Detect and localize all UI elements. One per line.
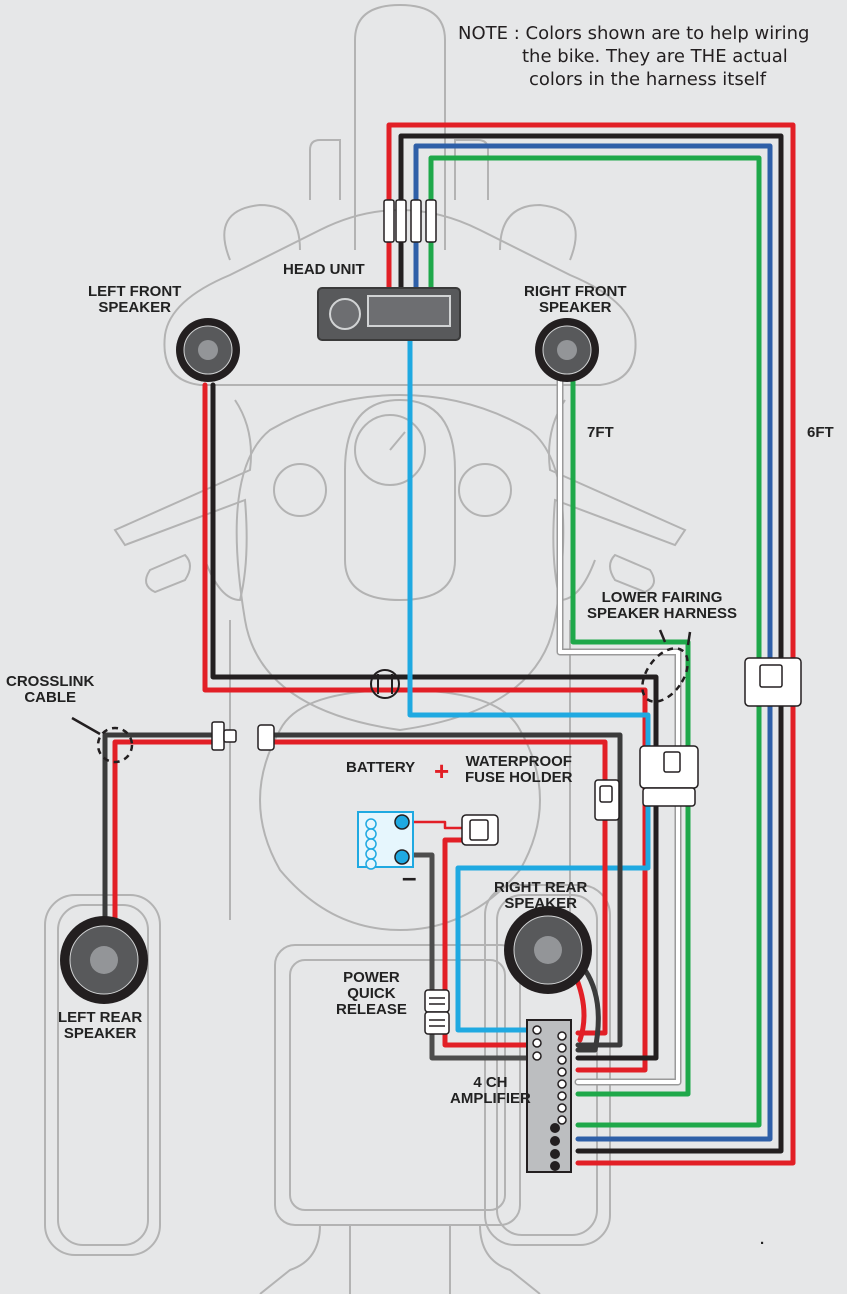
fairing-right-wing xyxy=(499,203,577,261)
handlebar-right xyxy=(548,399,687,602)
power-quick-release-label: POWER QUICK RELEASE xyxy=(336,970,407,1018)
crosslink-cable-label-line2: CABLE xyxy=(24,689,76,706)
wire-red-fuse-amp xyxy=(442,837,535,1048)
left-front-speaker-label-line1: LEFT FRONT xyxy=(88,283,182,300)
left-rear-speaker-label-line2: SPEAKER xyxy=(63,1025,137,1042)
saddlebag-right-inner xyxy=(496,894,598,1236)
wire-cyan-rca xyxy=(407,337,651,1033)
wire-black-6ft xyxy=(398,133,784,1154)
head-unit-label: HEAD UNIT xyxy=(283,261,365,278)
grip-left xyxy=(145,553,191,594)
trunk-inner xyxy=(289,959,506,1211)
gauge xyxy=(354,414,426,486)
wire-red-6ft xyxy=(386,122,796,1166)
crosslink-connectors xyxy=(211,721,275,751)
amplifier xyxy=(526,1019,572,1173)
stray-dot: . xyxy=(760,1231,765,1248)
tank-passthrough xyxy=(370,669,400,699)
power-quick-release-label-line1: POWER xyxy=(343,969,400,986)
right-front-speaker-label-line2: SPEAKER xyxy=(538,299,612,316)
wire-blue-6ft xyxy=(413,143,773,1142)
crosslink-cable-label: CROSSLINK CABLE xyxy=(6,674,94,706)
connector-lower-fairing xyxy=(639,745,699,807)
wire-black-rrs xyxy=(575,967,601,1053)
seven-ft-label: 7FT xyxy=(587,424,614,441)
battery-plus-sign: + xyxy=(434,756,450,786)
fairing-body xyxy=(163,209,637,386)
wire-red-crosslink-left xyxy=(112,739,223,938)
wire-black-crosslink-left xyxy=(102,732,223,938)
dashed-callouts xyxy=(71,629,692,764)
fuse-holder-label-line1: WATERPROOF xyxy=(465,753,572,770)
note-line-3: colors in the harness itself xyxy=(529,69,767,90)
grip-right xyxy=(609,553,655,594)
note-line-2: the bike. They are THE actual xyxy=(522,46,788,67)
battery-label: BATTERY xyxy=(346,759,416,776)
right-rear-speaker-label-line2: SPEAKER xyxy=(504,895,577,912)
mirror-right xyxy=(454,139,489,200)
head-unit-display xyxy=(367,295,451,327)
head-unit xyxy=(317,287,461,341)
right-front-speaker-label: RIGHT FRONT SPEAKER xyxy=(524,284,627,316)
connector-6ft xyxy=(744,657,802,707)
lower-fairing-harness-label-line1: LOWER FAIRING xyxy=(601,589,723,606)
rear-tail xyxy=(349,1225,451,1294)
wire-gray-ground xyxy=(402,852,535,1061)
left-rear-speaker-label: LEFT REAR SPEAKER xyxy=(58,1010,142,1042)
fuse-holder-label: WATERPROOF FUSE HOLDER xyxy=(465,754,573,786)
right-front-speaker-label-line1: RIGHT FRONT xyxy=(524,283,627,300)
rear-fender xyxy=(259,1224,541,1294)
tank-knob-right xyxy=(458,463,512,517)
wire-red-lfs xyxy=(202,382,648,1073)
right-rear-speaker-label-line1: RIGHT REAR xyxy=(494,879,588,896)
fuse-holder-label-line2: FUSE HOLDER xyxy=(465,769,573,786)
fuel-tank-outer xyxy=(235,393,565,732)
note-line-1: NOTE : Colors shown are to help wiring xyxy=(458,23,810,44)
wire-red-battery-fuse xyxy=(403,820,472,830)
lower-fairing-harness-label: LOWER FAIRING SPEAKER HARNESS xyxy=(587,590,737,622)
connector-small xyxy=(594,779,620,821)
right-rear-speaker-label: RIGHT REAR SPEAKER xyxy=(494,880,587,912)
left-front-speaker xyxy=(176,318,240,382)
mirror-left xyxy=(309,139,341,200)
right-rear-speaker xyxy=(504,906,592,994)
power-quick-release-label-line2: QUICK xyxy=(347,985,396,1002)
windshield xyxy=(354,3,446,250)
handlebar-left xyxy=(113,399,252,602)
wire-white-rfs-core xyxy=(558,378,680,1084)
six-ft-label: 6FT xyxy=(807,424,834,441)
power-quick-release-label-line3: RELEASE xyxy=(336,1001,407,1018)
fairing-left-wing xyxy=(223,203,301,261)
head-unit-knob xyxy=(329,298,361,330)
wire-red-crosslink xyxy=(257,739,608,1036)
left-front-speaker-label: LEFT FRONT SPEAKER xyxy=(88,284,181,316)
trunk xyxy=(274,944,521,1226)
gauge-needle xyxy=(389,431,406,451)
wire-red-rrs xyxy=(572,972,587,1043)
fuse-holder xyxy=(461,814,499,846)
amplifier-label-line1: 4 CH xyxy=(473,1074,508,1091)
amplifier-label: 4 CH AMPLIFIER xyxy=(450,1075,531,1107)
crosslink-cable-label-line1: CROSSLINK xyxy=(6,673,95,690)
saddlebag-right xyxy=(484,884,611,1246)
power-quick-release xyxy=(424,989,450,1035)
left-rear-speaker xyxy=(60,916,148,1004)
left-rear-speaker-label-line1: LEFT REAR xyxy=(58,1009,143,1026)
wire-black-lfs xyxy=(210,382,659,1061)
fuel-tank-inner xyxy=(344,398,456,602)
amplifier-label-line2: AMPLIFIER xyxy=(450,1090,531,1107)
lower-fairing-harness-label-line2: SPEAKER HARNESS xyxy=(587,605,738,622)
tank-knob-left xyxy=(273,463,327,517)
left-front-speaker-label-line2: SPEAKER xyxy=(98,299,171,316)
battery-minus-sign: – xyxy=(402,862,417,892)
right-front-speaker xyxy=(535,318,599,382)
battery xyxy=(357,811,414,870)
wires xyxy=(102,122,796,1166)
head-unit-connectors xyxy=(383,199,437,243)
wire-black-crosslink xyxy=(257,732,623,1048)
